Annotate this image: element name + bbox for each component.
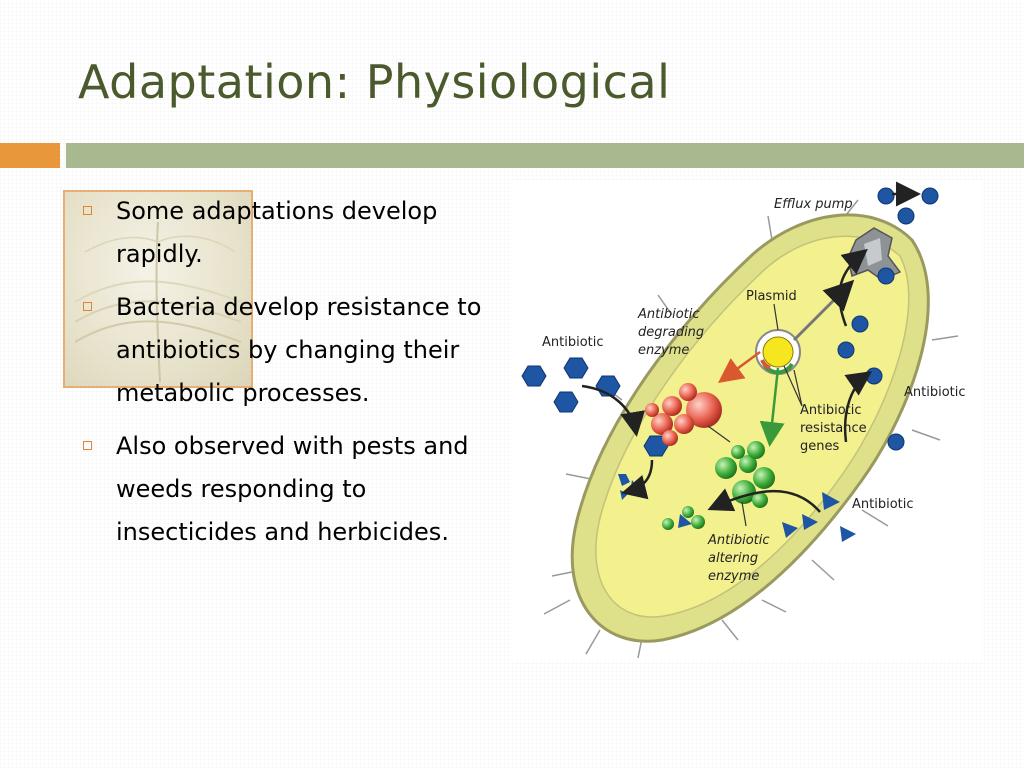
open-book-photo (63, 190, 253, 388)
degrading-enzyme-icon (645, 383, 722, 446)
bullet-text: Some adaptations develop rapidly. (116, 197, 438, 268)
bullet-item: Bacteria develop resistance to antibioti… (80, 286, 510, 415)
bacteria-resistance-diagram: Efflux pump Plasmid Antibiotic Antibioti… (512, 180, 982, 660)
label-resistance-genes: Antibiotic resistance genes (800, 403, 871, 454)
antibiotic-hexagons (521, 357, 669, 457)
accent-bar-orange (0, 143, 60, 168)
diagram-arrows (581, 181, 921, 513)
bullet-text: Also observed with pests and weeds respo… (116, 432, 469, 546)
antibiotic-circles (837, 187, 939, 451)
slide-title: Adaptation: Physiological (78, 55, 671, 109)
bullet-text: Bacteria develop resistance to antibioti… (116, 293, 482, 407)
bullet-list: Some adaptations develop rapidly. Bacter… (80, 190, 510, 564)
label-antibiotic-bottom: Antibiotic (852, 497, 914, 512)
altering-enzyme-icon (662, 441, 775, 530)
label-antibiotic-left: Antibiotic (542, 335, 604, 350)
square-bullet-icon (83, 206, 92, 215)
antibiotic-triangles (678, 492, 856, 542)
label-degrading-enzyme: Antibiotic degrading enzyme (637, 307, 708, 358)
label-efflux-pump: Efflux pump (774, 197, 853, 212)
label-antibiotic-right: Antibiotic (904, 385, 966, 400)
square-bullet-icon (83, 441, 92, 450)
accent-bar-green (66, 143, 1024, 168)
square-bullet-icon (83, 302, 92, 311)
label-pointer-lines (707, 303, 803, 527)
bullet-item: Some adaptations develop rapidly. (80, 190, 510, 276)
plasmid-icon (755, 329, 801, 375)
bullet-item: Also observed with pests and weeds respo… (80, 425, 510, 554)
label-plasmid: Plasmid (746, 289, 797, 304)
label-altering-enzyme: Antibiotic altering enzyme (707, 533, 774, 584)
